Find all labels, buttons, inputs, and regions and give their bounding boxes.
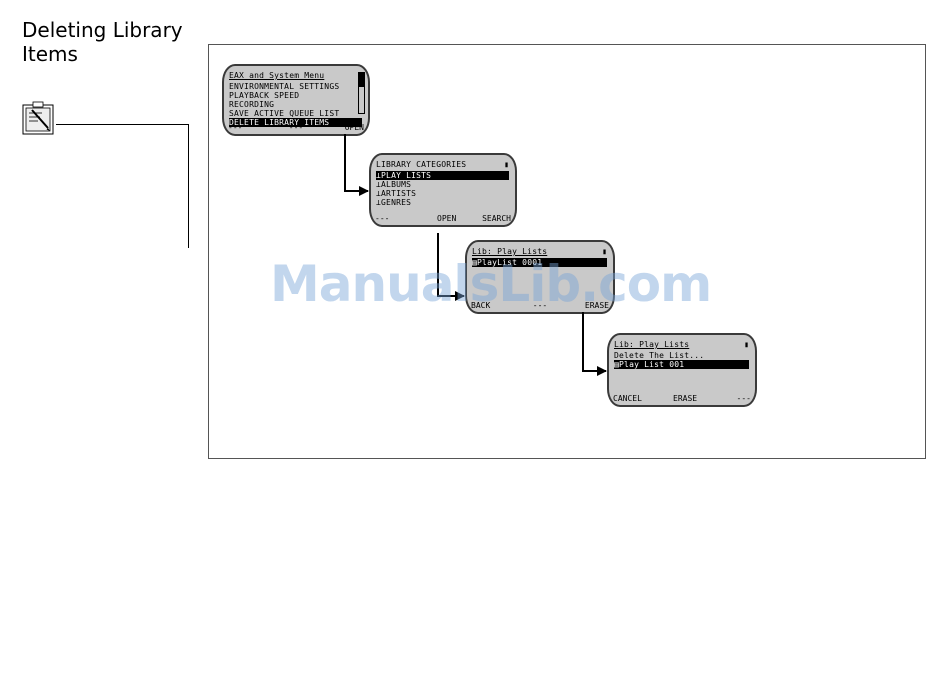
arrow-open-to-play-lists: [437, 233, 465, 301]
menu-item-playback-speed[interactable]: PLAYBACK SPEED: [229, 91, 300, 100]
playlist-item[interactable]: ▤Play List 001: [614, 360, 749, 369]
illustration-frame: [208, 44, 926, 459]
softkey-cancel[interactable]: CANCEL: [613, 394, 642, 403]
arrow-erase-to-confirm: [582, 312, 607, 376]
playlist-icon: ▤: [614, 360, 620, 369]
softkey-open[interactable]: OPEN: [344, 123, 364, 132]
library-categories-screen: LIBRARY CATEGORIES ▮ ⊥PLAY LISTS ⊥ALBUMS…: [369, 153, 517, 227]
eax-system-menu-screen: EAX and System Menu ENVIRONMENTAL SETTIN…: [222, 64, 370, 136]
category-label: PLAY LISTS: [381, 171, 432, 180]
softkey-center[interactable]: ---: [532, 301, 548, 310]
playlist-label: PlayList 0001: [477, 258, 543, 267]
softkey-back[interactable]: BACK: [471, 301, 491, 310]
confirm-delete-screen: Lib: Play Lists ▮ Delete The List... ▤Pl…: [607, 333, 757, 407]
softkey-left[interactable]: ---: [228, 123, 243, 132]
category-artists[interactable]: ⊥ARTISTS: [376, 189, 509, 198]
softkey-open[interactable]: OPEN: [437, 214, 457, 223]
softkey-search[interactable]: SEARCH: [482, 214, 511, 223]
softkey-erase[interactable]: ERASE: [584, 301, 609, 310]
screen-title: LIBRARY CATEGORIES: [376, 160, 467, 169]
folder-tree-icon: ⊥: [376, 198, 382, 207]
playlist-icon: ▤: [472, 258, 478, 267]
menu-item-delete-library-items[interactable]: DELETE LIBRARY ITEMS: [229, 118, 362, 127]
battery-icon: ▮: [744, 340, 749, 349]
playlist-label: Play List 001: [619, 360, 685, 369]
callout-line: [56, 124, 189, 125]
folder-tree-icon: ⊥: [376, 189, 382, 198]
battery-icon: ▮: [602, 247, 607, 256]
lib-play-lists-screen: Lib: Play Lists ▮ ▤PlayList 0001 BACK --…: [465, 240, 615, 314]
softkey-left[interactable]: ---: [375, 214, 390, 223]
category-genres[interactable]: ⊥GENRES: [376, 198, 509, 207]
delete-prompt: Delete The List...: [614, 351, 705, 360]
menu-item-recording[interactable]: RECORDING: [229, 100, 275, 109]
softkey-right[interactable]: ---: [736, 394, 751, 403]
note-pad-icon: [22, 101, 54, 135]
section-heading: Deleting Library Items: [22, 18, 183, 66]
scrollbar[interactable]: [358, 72, 365, 114]
battery-icon: ▮: [504, 160, 509, 169]
scrollbar-thumb[interactable]: [359, 73, 364, 87]
category-albums[interactable]: ⊥ALBUMS: [376, 180, 509, 189]
category-label: GENRES: [381, 198, 412, 207]
menu-item-save-active-queue-list[interactable]: SAVE ACTIVE QUEUE LIST: [229, 109, 340, 118]
playlist-item[interactable]: ▤PlayList 0001: [472, 258, 607, 267]
folder-tree-icon: ⊥: [376, 180, 382, 189]
softkey-erase[interactable]: ERASE: [673, 394, 698, 403]
screen-title: EAX and System Menu: [229, 71, 325, 80]
folder-tree-icon: ⊥: [376, 171, 382, 180]
softkey-center[interactable]: ---: [288, 123, 304, 132]
arrow-open-to-categories: [344, 134, 369, 196]
category-play-lists[interactable]: ⊥PLAY LISTS: [376, 171, 509, 180]
callout-line-vertical: [188, 124, 189, 248]
category-label: ARTISTS: [381, 189, 417, 198]
screen-title: Lib: Play Lists: [472, 247, 548, 256]
category-label: ALBUMS: [381, 180, 412, 189]
menu-item-environmental-settings[interactable]: ENVIRONMENTAL SETTINGS: [229, 82, 340, 91]
screen-title: Lib: Play Lists: [614, 340, 690, 349]
